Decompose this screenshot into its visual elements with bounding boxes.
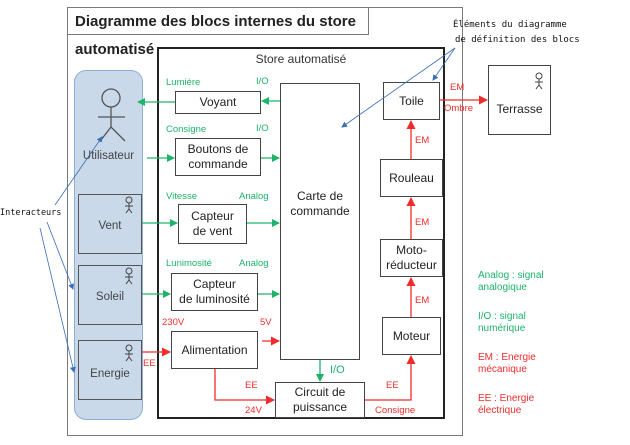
flow-label-ombre: Ombre	[444, 103, 474, 114]
block-toile: Toile	[383, 82, 440, 120]
actor-energie-icon	[125, 344, 133, 362]
flow-label-5v: 5V	[260, 317, 272, 328]
flow-label-consigne-circuit: Consigne	[375, 405, 416, 416]
annotation-bdd-line1: Éléments du diagramme	[453, 20, 567, 30]
arrow-circuit-to-moteur	[365, 355, 416, 401]
actor-vent	[78, 194, 142, 254]
block-moteur: Moteur	[382, 317, 441, 355]
block-motoreducteur: Moto-réducteur	[380, 239, 443, 277]
actor-energie-label: Energie	[90, 368, 130, 380]
flow-label-230v: 230V	[162, 317, 185, 328]
actor-vent-label: Vent	[98, 220, 122, 232]
actor-soleil-icon	[125, 267, 133, 285]
annotation-bdd-line2: de définition des blocs	[455, 35, 580, 45]
block-moteur-label: Moteur	[392, 328, 431, 343]
block-voyant-label: Voyant	[199, 95, 237, 109]
flow-label-io-voyant: I/O	[256, 76, 269, 87]
block-rouleau: Rouleau	[380, 159, 443, 197]
flow-label-em-rouleau: EM	[415, 135, 430, 146]
user-stickfigure-icon	[98, 88, 126, 142]
actor-terrasse: Terrasse	[488, 65, 551, 135]
actor-utilisateur-label: Utilisateur	[82, 150, 135, 162]
pointer-interacteurs-to-energie	[39, 227, 76, 373]
block-toile-label: Toile	[399, 93, 424, 108]
pointer-interacteurs-to-user	[54, 136, 103, 206]
flow-label-io-boutons: I/O	[256, 123, 269, 134]
actor-terrasse-label: Terrasse	[496, 101, 543, 116]
flow-label-em-moto: EM	[415, 217, 430, 228]
flow-label-em-moteur: EM	[415, 295, 430, 306]
block-alimentation: Alimentation	[171, 331, 258, 369]
annotation-interacteurs: Interacteurs	[0, 208, 62, 218]
flow-label-luminosite: Lunimosité	[166, 258, 212, 269]
flow-label-analog-vent: Analog	[239, 191, 269, 202]
flow-label-24v: 24V	[245, 405, 262, 416]
system-boundary	[157, 47, 445, 419]
block-rouleau-label: Rouleau	[389, 170, 434, 185]
flow-label-ee-alim: EE	[245, 380, 258, 391]
actor-soleil	[78, 265, 142, 325]
flow-label-em-toile: EM	[450, 82, 465, 93]
pointer-bdd-to-toile	[432, 47, 456, 81]
flow-label-consigne: Consigne	[166, 124, 207, 135]
flow-label-lumiere: Lumière	[166, 77, 201, 88]
block-alimentation-label: Alimentation	[181, 342, 248, 357]
actor-soleil-label: Soleil	[95, 291, 125, 303]
flow-label-ee-circuit: EE	[386, 380, 399, 391]
system-title: Store automatisé	[255, 52, 347, 66]
block-moto-label: Moto-réducteur	[386, 243, 437, 272]
actor-terrasse-icon	[535, 72, 543, 90]
flow-label-io-carte: I/O	[330, 364, 345, 376]
block-voyant: Voyant	[175, 91, 261, 114]
pointer-interacteurs-to-soleil	[46, 221, 74, 290]
flow-label-analog-lum: Analog	[239, 258, 269, 269]
flow-label-vitesse: Vitesse	[166, 191, 197, 202]
arrow-alim-to-circuit	[214, 369, 275, 405]
flow-label-ee-energie: EE	[143, 358, 156, 369]
actor-vent-icon	[125, 196, 133, 214]
pointer-bdd-to-carte	[341, 47, 456, 128]
diagram-title: Diagramme des blocs internes du store au…	[67, 7, 369, 58]
